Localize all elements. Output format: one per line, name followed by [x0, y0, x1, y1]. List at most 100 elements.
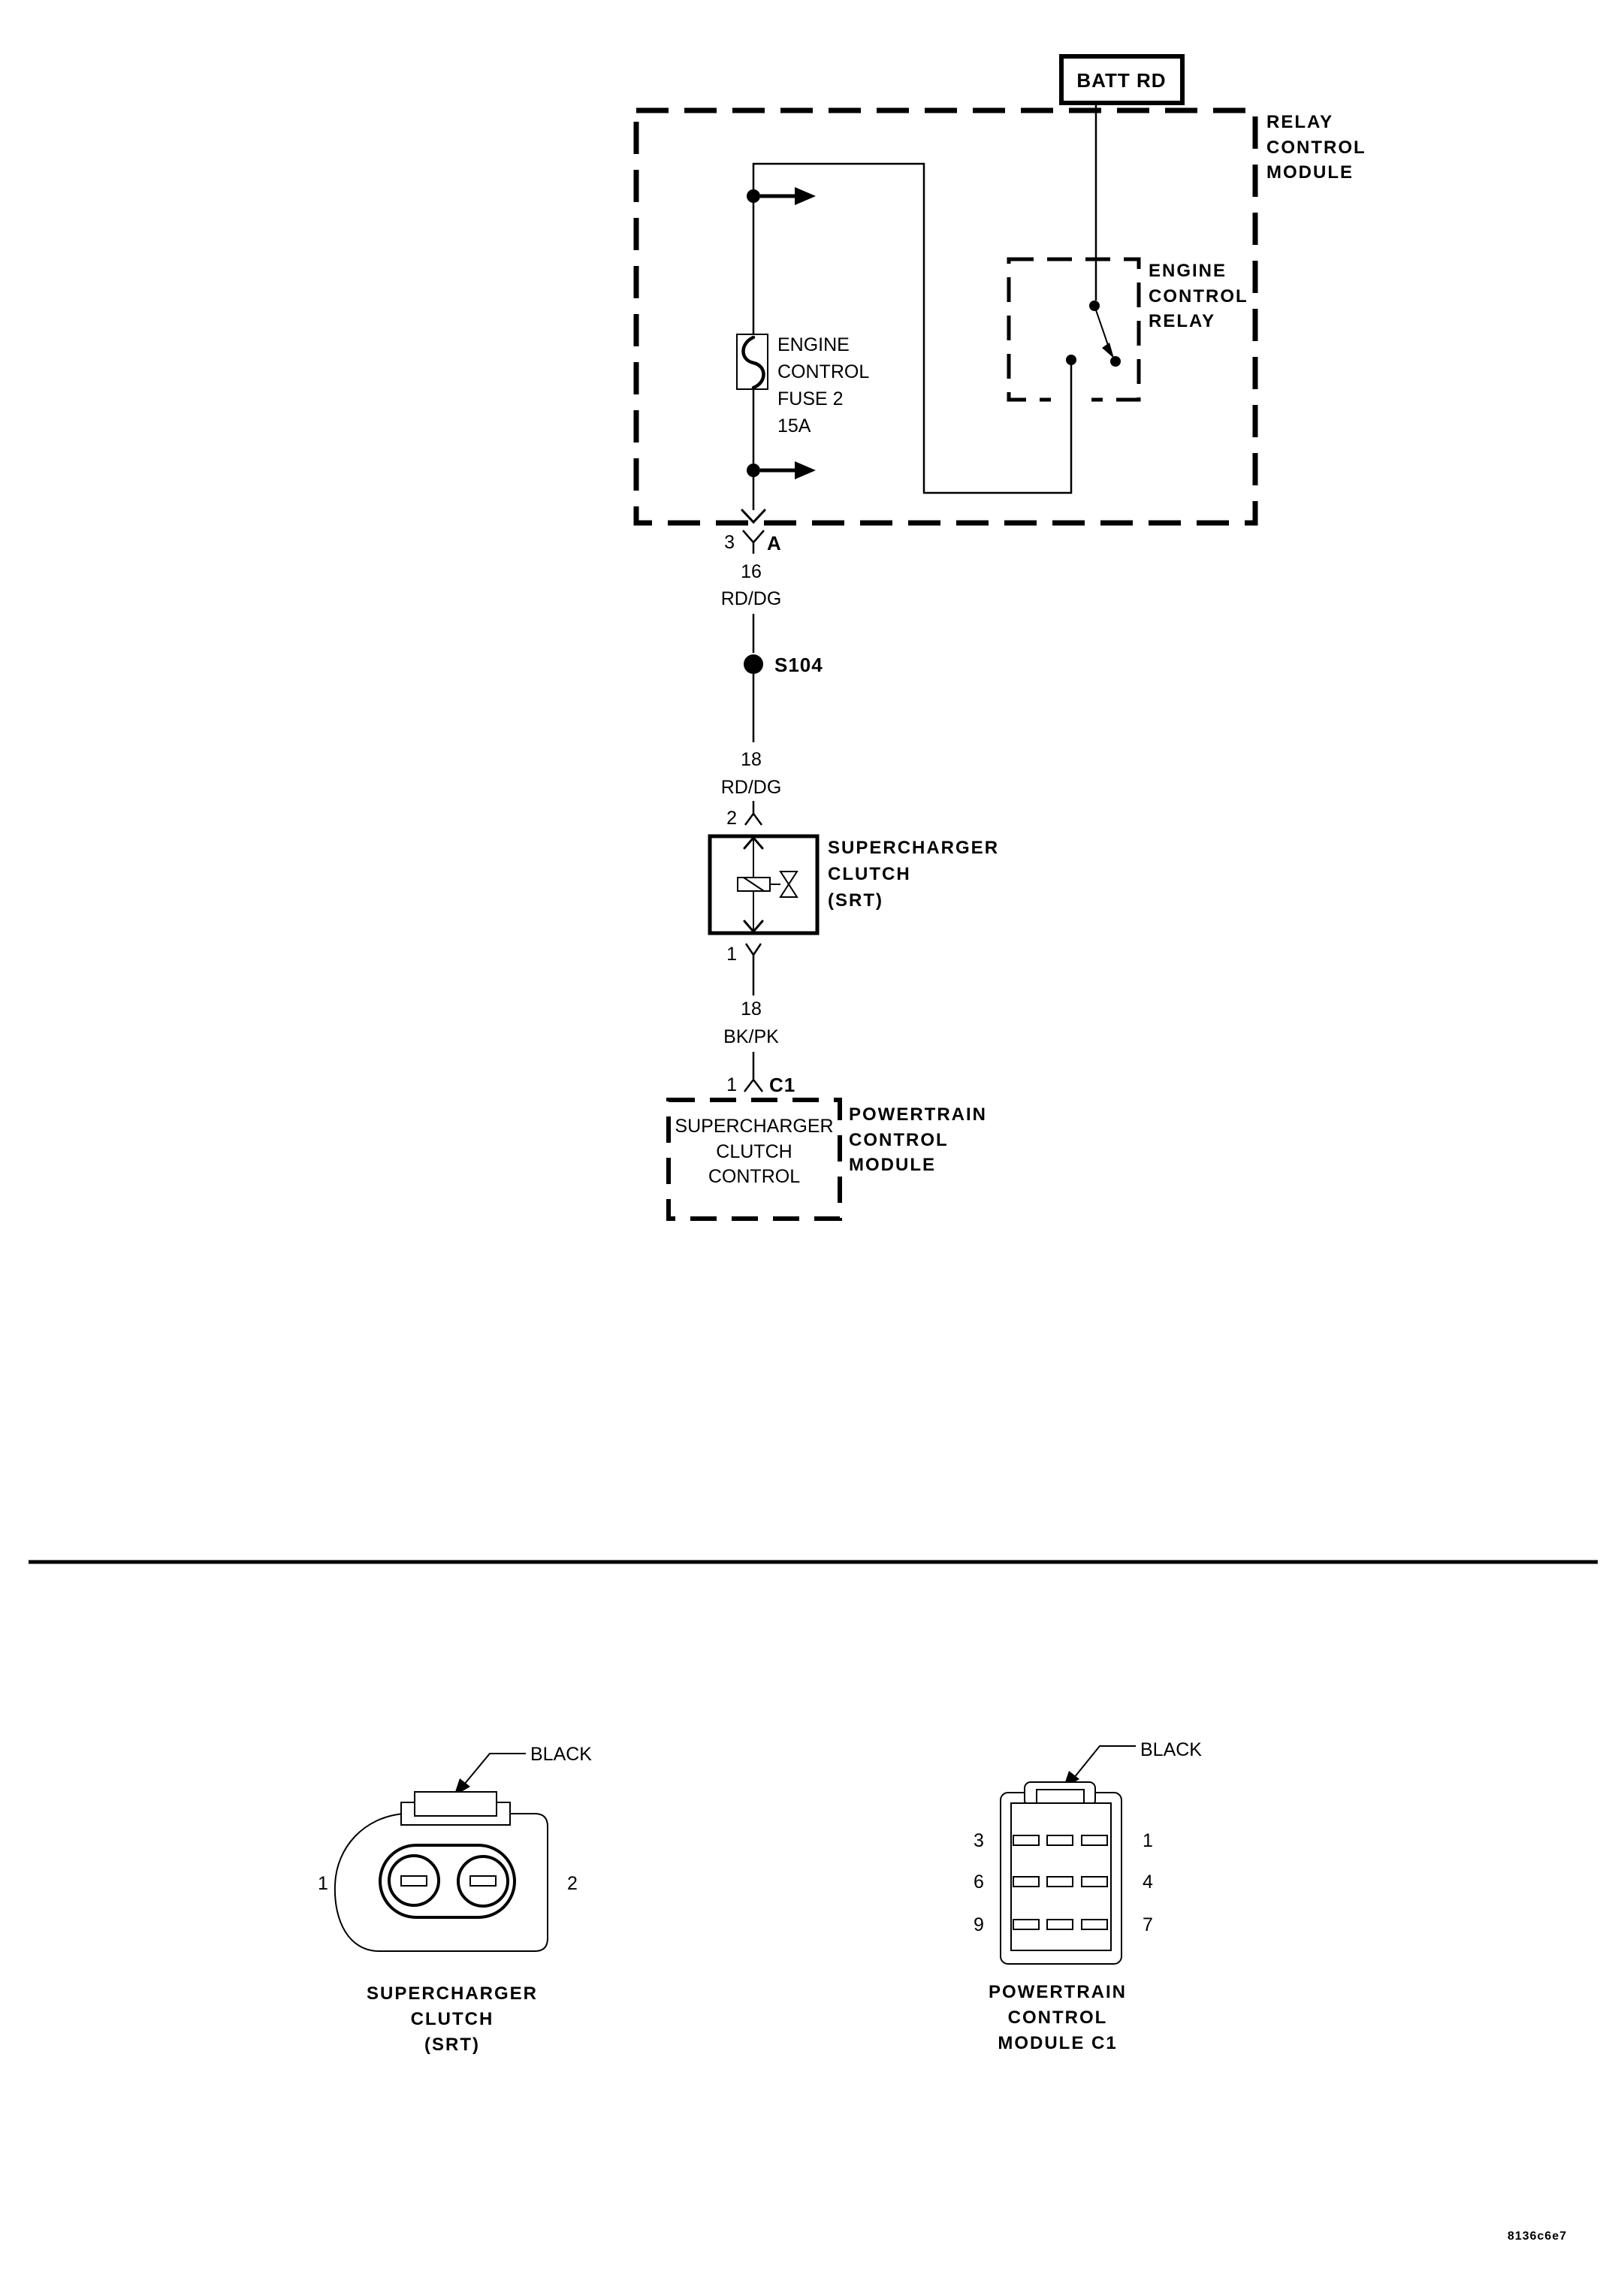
pcm-label-line1: POWERTRAIN: [849, 1104, 987, 1125]
clutch-caption-line3: (SRT): [424, 2035, 480, 2055]
wire-color: RD/DG: [721, 588, 782, 609]
pcm-caption-line2: CONTROL: [1008, 2007, 1108, 2028]
clutch-label-line2: CLUTCH: [828, 864, 911, 884]
pcm-caption-line1: POWERTRAIN: [989, 1982, 1127, 2002]
connector-c1-id: C1: [769, 1074, 795, 1096]
relay-arm-arrowhead-icon: [1102, 343, 1114, 358]
right-arrow-icon: [795, 461, 816, 479]
entry-arrow-icon: [743, 835, 764, 850]
engine-control-relay-label-line3: RELAY: [1149, 311, 1215, 331]
right-arrow-icon: [795, 187, 816, 205]
terminal-slot: [1081, 1835, 1108, 1846]
terminal-slot: [1081, 1876, 1108, 1887]
diagram-code: 8136c6e7: [1508, 2230, 1567, 2243]
valve-lower-triangle-icon: [779, 883, 798, 898]
fuse-element-icon: [741, 335, 765, 390]
pcm-label-line3: MODULE: [849, 1155, 936, 1175]
wire-gauge: 18: [741, 749, 762, 770]
terminal-slot: [1013, 1835, 1040, 1846]
relay-control-module-label-line2: CONTROL: [1266, 137, 1366, 158]
pin-number-left-row2: 6: [974, 1872, 984, 1893]
relay-no-contact-dot: [1110, 356, 1121, 367]
pcm-connector-view: BLACK 3 6 9 1 4 7 POWERTRAIN CONTROL MOD…: [974, 1739, 1202, 2053]
terminal-slot: [1081, 1919, 1108, 1930]
connector-color-label: BLACK: [530, 1744, 592, 1765]
clutch-caption-line1: SUPERCHARGER: [367, 1983, 538, 2004]
junction-tap-lower: [747, 461, 816, 479]
batt-rd-box: [1059, 54, 1185, 105]
terminal-slot: [469, 1875, 497, 1887]
splice-s104: S104: [744, 654, 823, 742]
junction-dot: [747, 464, 760, 477]
pin-number-right-row3: 7: [1143, 1914, 1153, 1935]
connector-color-label: BLACK: [1140, 1739, 1202, 1760]
terminal-slot: [400, 1875, 427, 1887]
connector-a-symbol-icon: [742, 530, 765, 554]
clutch-label-line3: (SRT): [828, 890, 883, 911]
pin-number-right-row2: 4: [1143, 1872, 1153, 1893]
module-exit-connector-a: 3 A: [724, 509, 782, 554]
wire-gauge: 16: [741, 561, 762, 582]
pin-number-left-row3: 9: [974, 1914, 984, 1935]
batt-rd-label: BATT RD: [1076, 69, 1166, 92]
pin-2-label: 2: [726, 808, 737, 829]
clutch-caption-line2: CLUTCH: [411, 2009, 494, 2029]
pin-number-right-row1: 1: [1143, 1830, 1153, 1851]
junction-tap-upper: [747, 187, 816, 205]
terminal-slot: [1013, 1876, 1040, 1887]
wire-color: BK/PK: [723, 1026, 779, 1047]
relay-control-module-box: [633, 107, 1258, 526]
connector-c1: 1 C1: [726, 1070, 795, 1096]
engine-control-relay-label-line2: CONTROL: [1149, 286, 1248, 307]
connector-lock-tab: [414, 1791, 497, 1817]
color-leader-line: [463, 1753, 526, 1785]
splice-dot: [744, 654, 763, 674]
supercharger-clutch-component: 2 SUPERCHARGER CLUTCH (SRT) 1: [708, 808, 999, 995]
terminal-slot: [1046, 1876, 1073, 1887]
connector-a-id: A: [767, 532, 782, 554]
relay-control-module-label-line3: MODULE: [1266, 162, 1354, 183]
relay-switch: [1066, 301, 1121, 367]
fuse-label-line4: 15A: [777, 415, 811, 437]
connector-a-pin: 3: [724, 532, 735, 553]
relay-output-loop-wire: [752, 162, 1073, 494]
color-leader-line: [1073, 1745, 1136, 1778]
pin-number-left: 1: [318, 1873, 328, 1894]
engine-control-relay-label-line1: ENGINE: [1149, 261, 1227, 281]
pcm-signal-line2: CLUTCH: [716, 1141, 792, 1162]
battery-feed: BATT RD: [1059, 54, 1185, 301]
terminal-slot: [1013, 1919, 1040, 1930]
clutch-connector-view: BLACK 1 2 SUPERCHARGER CLUTCH (SRT): [318, 1744, 592, 2055]
pin-number-left-row1: 3: [974, 1830, 984, 1851]
pin-number-right: 2: [567, 1873, 578, 1894]
fuse-label-line2: CONTROL: [777, 361, 869, 382]
terminal-slot: [1046, 1835, 1073, 1846]
wire-color: RD/DG: [721, 777, 782, 798]
pcm-signal-line3: CONTROL: [708, 1166, 800, 1187]
wire-end-arrow-icon: [741, 509, 766, 524]
connector-c1-pin: 1: [726, 1074, 737, 1095]
exit-arrow-icon: [743, 920, 764, 934]
engine-control-fuse: ENGINE CONTROL FUSE 2 15A: [736, 334, 869, 437]
clutch-label-line1: SUPERCHARGER: [828, 838, 999, 858]
pcm-box: [666, 1098, 842, 1221]
fuse-label-line1: ENGINE: [777, 334, 850, 355]
relay-control-module-label-line1: RELAY: [1266, 112, 1333, 132]
pin-1-connector-icon: [744, 943, 762, 965]
junction-dot: [747, 189, 760, 203]
valve-upper-triangle-icon: [779, 871, 798, 886]
engine-control-relay-box: [1007, 257, 1141, 402]
wire-16-rddg: 16 RD/DG: [721, 561, 782, 653]
pin-1-label: 1: [726, 944, 737, 965]
pcm-caption-line3: MODULE C1: [998, 2033, 1117, 2053]
pcm-label-line2: CONTROL: [849, 1130, 949, 1150]
terminal-slot: [1046, 1919, 1073, 1930]
pcm-signal-line1: SUPERCHARGER: [675, 1116, 833, 1137]
terminal-slot-grid: [1013, 1835, 1108, 1930]
wire-gauge: 18: [741, 998, 762, 1020]
solenoid-diagonal-icon: [743, 877, 765, 892]
pin-2-connector-icon: [744, 813, 763, 826]
engine-control-relay: ENGINE CONTROL RELAY: [1007, 257, 1248, 404]
